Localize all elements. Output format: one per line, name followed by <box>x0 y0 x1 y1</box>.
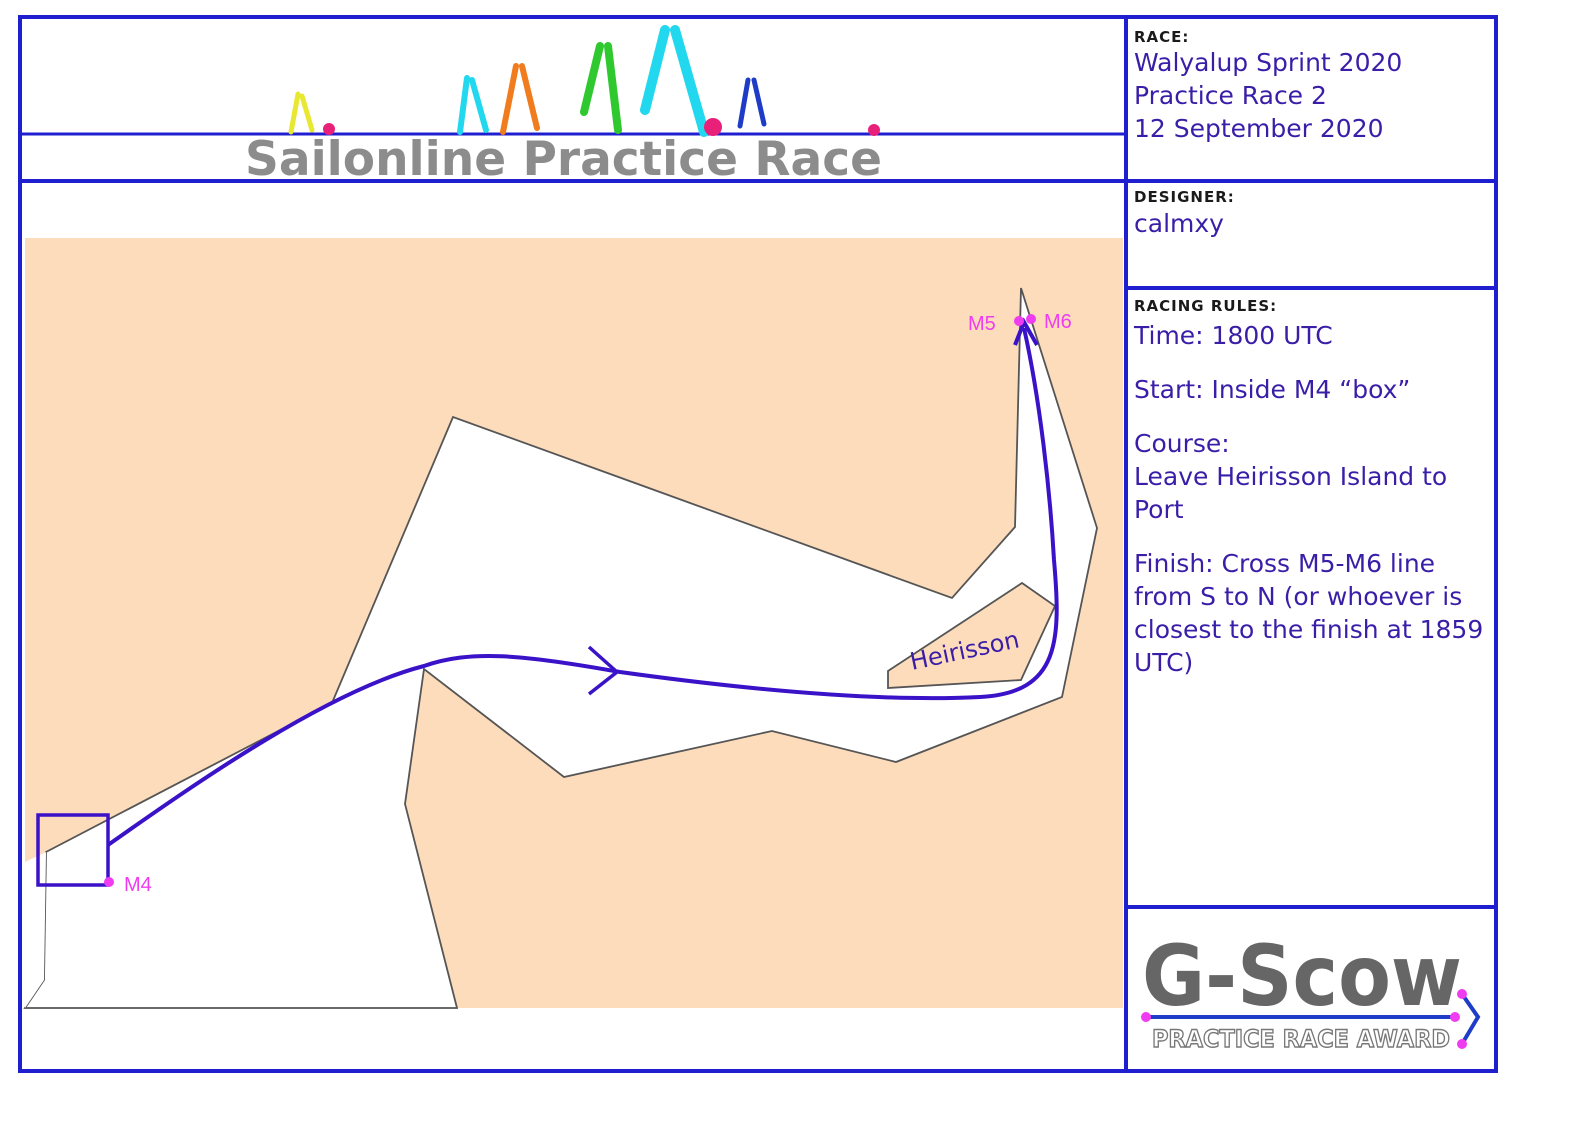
heirisson-island <box>887 581 1057 689</box>
river-water <box>23 287 1098 1009</box>
sheet-frame <box>18 15 1498 1073</box>
race-date: 12 September 2020 <box>1134 114 1384 143</box>
mark-m5-dot <box>1014 316 1024 326</box>
start-box <box>36 813 110 887</box>
race-details: Walyalup Sprint 2020 Practice Race 2 12 … <box>1134 46 1402 145</box>
rule-finish-line-2: from S to N (or whoever is <box>1134 582 1463 611</box>
award-title: G-Scow <box>1142 927 1462 1025</box>
mark-m4-label: M4 <box>124 874 152 896</box>
banner: Sailonline Practice Race <box>20 25 1126 187</box>
mark-m6-dot <box>1026 314 1036 324</box>
designer-name: calmxy <box>1134 209 1224 238</box>
river-west-channel <box>25 852 46 1008</box>
race-subtitle: Practice Race 2 <box>1134 81 1327 110</box>
buoy-3 <box>868 124 880 136</box>
rule-course-line-1: Leave Heirisson Island to <box>1134 462 1448 491</box>
buoy-2 <box>704 118 722 136</box>
logo-dot-2 <box>1450 1012 1460 1022</box>
mark-m4-dot <box>104 877 114 887</box>
course-route <box>106 327 1059 847</box>
banner-title: Sailonline Practice Race <box>245 132 882 187</box>
sail-green <box>580 42 622 134</box>
racing-rules: Time: 1800 UTC Start: Inside M4 “box” Co… <box>1134 319 1483 700</box>
rule-course: Course: Leave Heirisson Island to Port <box>1134 427 1483 526</box>
designer-heading: DESIGNER: <box>1134 188 1235 206</box>
award-logo: G-Scow PRACTICE RACE AWARD <box>1141 927 1481 1054</box>
rule-finish-line-3: closest to the finish at 1859 <box>1134 615 1484 644</box>
race-heading: RACE: <box>1134 28 1190 46</box>
rule-finish: Finish: Cross M5-M6 line from S to N (or… <box>1134 547 1483 679</box>
rules-heading: RACING RULES: <box>1134 297 1278 315</box>
rule-time: Time: 1800 UTC <box>1134 321 1333 350</box>
route-direction-arrow <box>587 645 620 696</box>
sail-cyan-1 <box>457 75 489 135</box>
outer-border <box>18 15 1498 1073</box>
logo-course-icon <box>1460 992 1481 1046</box>
rule-finish-line-4: UTC) <box>1134 648 1194 677</box>
rule-course-title: Course: <box>1134 429 1230 458</box>
sail-yellow <box>288 91 315 135</box>
rule-finish-line-1: Finish: Cross M5-M6 line <box>1134 549 1436 578</box>
logo-dot-1 <box>1141 1012 1151 1022</box>
rule-start: Start: Inside M4 “box” <box>1134 375 1411 404</box>
mark-m6-label: M6 <box>1044 311 1072 333</box>
sail-cyan-2 <box>640 25 709 137</box>
sail-orange <box>500 63 540 135</box>
logo-dot-4 <box>1457 1039 1467 1049</box>
mark-m5-label: M5 <box>968 313 996 335</box>
sails-graphic <box>288 25 767 137</box>
sail-blue <box>737 77 767 129</box>
finish-arrowhead <box>1013 317 1039 346</box>
course-map: Heirisson M4 M5 M6 <box>23 238 1123 1009</box>
race-name: Walyalup Sprint 2020 <box>1134 48 1403 77</box>
logo-dot-3 <box>1457 989 1467 999</box>
rule-course-line-2: Port <box>1134 495 1184 524</box>
buoy-1 <box>323 123 335 135</box>
award-subtitle: PRACTICE RACE AWARD <box>1152 1025 1450 1053</box>
